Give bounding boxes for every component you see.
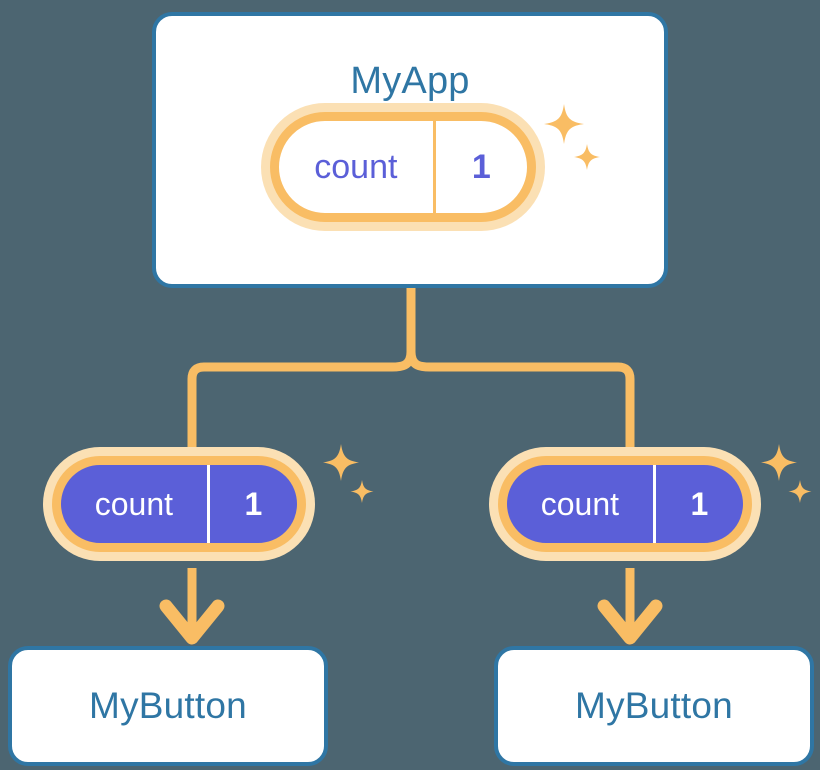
arrow-down-icon (159, 568, 225, 645)
component-label: MyButton (575, 685, 733, 726)
signal-value: 1 (471, 147, 491, 186)
signal-name: count (61, 465, 210, 543)
signal-pill[interactable]: count 1 (498, 456, 752, 552)
arrow-down-icon (597, 568, 663, 645)
signal-value: 1 (244, 485, 263, 522)
signal-pill-child-left[interactable]: count 1 (52, 456, 306, 552)
signal-value: 1 (690, 485, 709, 522)
component-label: MyButton (89, 685, 247, 726)
signal-pill-child-right[interactable]: count 1 (498, 456, 752, 552)
component-card-mybutton-left[interactable]: MyButton (8, 646, 328, 766)
branch-connector (187, 283, 635, 469)
signal-name: count (507, 465, 656, 543)
signal-pill-root[interactable]: count 1 (270, 112, 536, 222)
page-title: MyApp (350, 60, 470, 102)
component-card-mybutton-right[interactable]: MyButton (494, 646, 814, 766)
signal-name: count (279, 121, 436, 213)
signal-pill[interactable]: count 1 (270, 112, 536, 222)
signal-pill[interactable]: count 1 (52, 456, 306, 552)
